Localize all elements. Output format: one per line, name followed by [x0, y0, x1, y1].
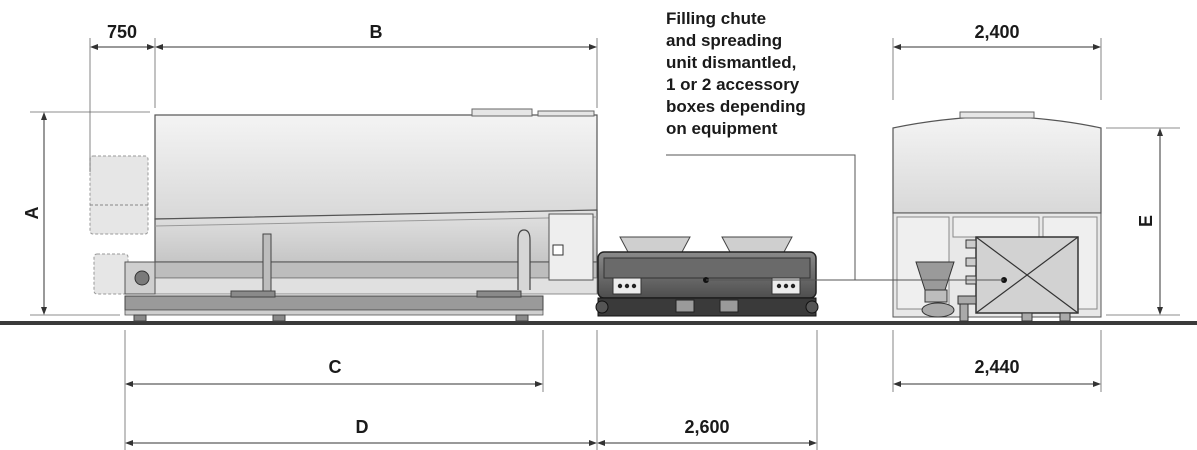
note-line: 1 or 2 accessory	[666, 75, 800, 94]
dimension-line-c	[125, 381, 543, 387]
dimension-line-2440	[893, 381, 1101, 387]
label-2400: 2,400	[974, 22, 1019, 42]
hopper-body	[154, 114, 598, 220]
dismantled-box-upper	[89, 155, 149, 235]
label-e: E	[1136, 215, 1156, 227]
dimension-line-2400	[893, 44, 1101, 50]
chassis-trailer	[595, 236, 819, 317]
label-750: 750	[107, 22, 137, 42]
label-2440: 2,440	[974, 357, 1019, 377]
note-line: unit dismantled,	[666, 53, 796, 72]
dimension-line-2600	[597, 440, 817, 446]
dismantled-box-lower	[93, 253, 129, 295]
note-leader-line	[666, 154, 1004, 281]
end-view-body	[892, 115, 1102, 214]
dimension-line-750	[90, 44, 155, 50]
end-view-machine	[892, 111, 1102, 322]
dimension-line-a	[41, 112, 47, 315]
extension-lines	[30, 38, 1180, 450]
dimension-line-b	[155, 44, 597, 50]
hopper-lower-band	[154, 209, 598, 263]
main-machine	[89, 108, 598, 322]
label-b: B	[370, 22, 383, 42]
dimension-line-e	[1157, 128, 1163, 315]
dimension-line-d	[125, 440, 597, 446]
note-line: boxes depending	[666, 97, 806, 116]
machine-base	[124, 295, 544, 311]
note-line: and spreading	[666, 31, 782, 50]
label-2600: 2,600	[684, 417, 729, 437]
label-d: D	[356, 417, 369, 437]
label-a: A	[22, 207, 42, 220]
equipment-note: Filling chute and spreading unit dismant…	[666, 9, 806, 138]
note-line: Filling chute	[666, 9, 766, 28]
ground-line	[0, 321, 1197, 325]
label-c: C	[329, 357, 342, 377]
note-line: on equipment	[666, 119, 778, 138]
